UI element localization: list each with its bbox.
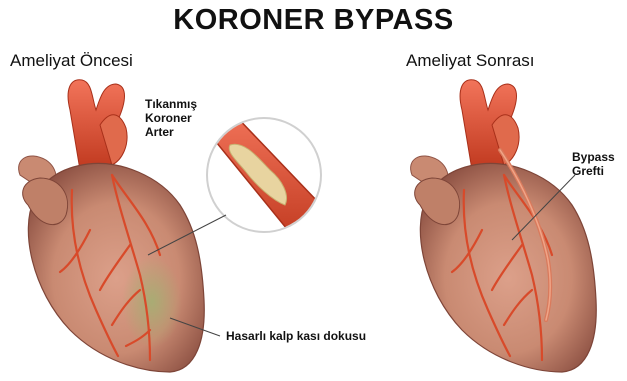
blocked-artery-magnifier <box>190 110 340 245</box>
damaged-tissue-area <box>122 256 182 348</box>
heart-after <box>411 80 597 372</box>
heart-before <box>19 80 205 372</box>
